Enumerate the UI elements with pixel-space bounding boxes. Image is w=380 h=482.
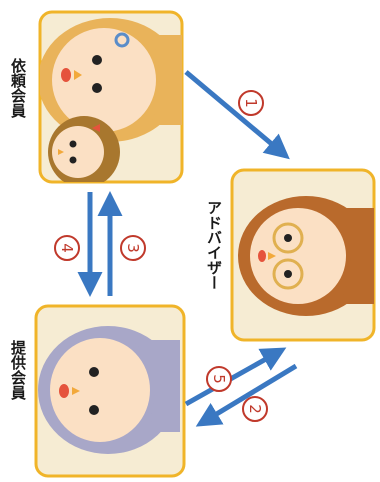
arrow-2 xyxy=(195,363,298,427)
step-3-label: 3 xyxy=(120,235,146,261)
arrow-5 xyxy=(184,347,287,407)
advisor-label: アドバイザー xyxy=(205,200,223,290)
requesting-member-card xyxy=(38,10,184,184)
arrow-1 xyxy=(184,70,290,160)
mother-and-child-illustration xyxy=(40,18,182,182)
advisor-card xyxy=(230,168,376,342)
elderly-member-illustration xyxy=(38,326,180,454)
step-4-label: 4 xyxy=(54,235,80,261)
step-1-label: 1 xyxy=(238,90,264,116)
advisor-illustration xyxy=(238,196,374,316)
providing-member-card xyxy=(34,304,186,478)
requesting-member-label: 依頼会員 xyxy=(9,58,27,118)
step-5-label: 5 xyxy=(206,366,232,392)
step-2-label: 2 xyxy=(242,396,268,422)
providing-member-label: 提供会員 xyxy=(9,340,27,400)
